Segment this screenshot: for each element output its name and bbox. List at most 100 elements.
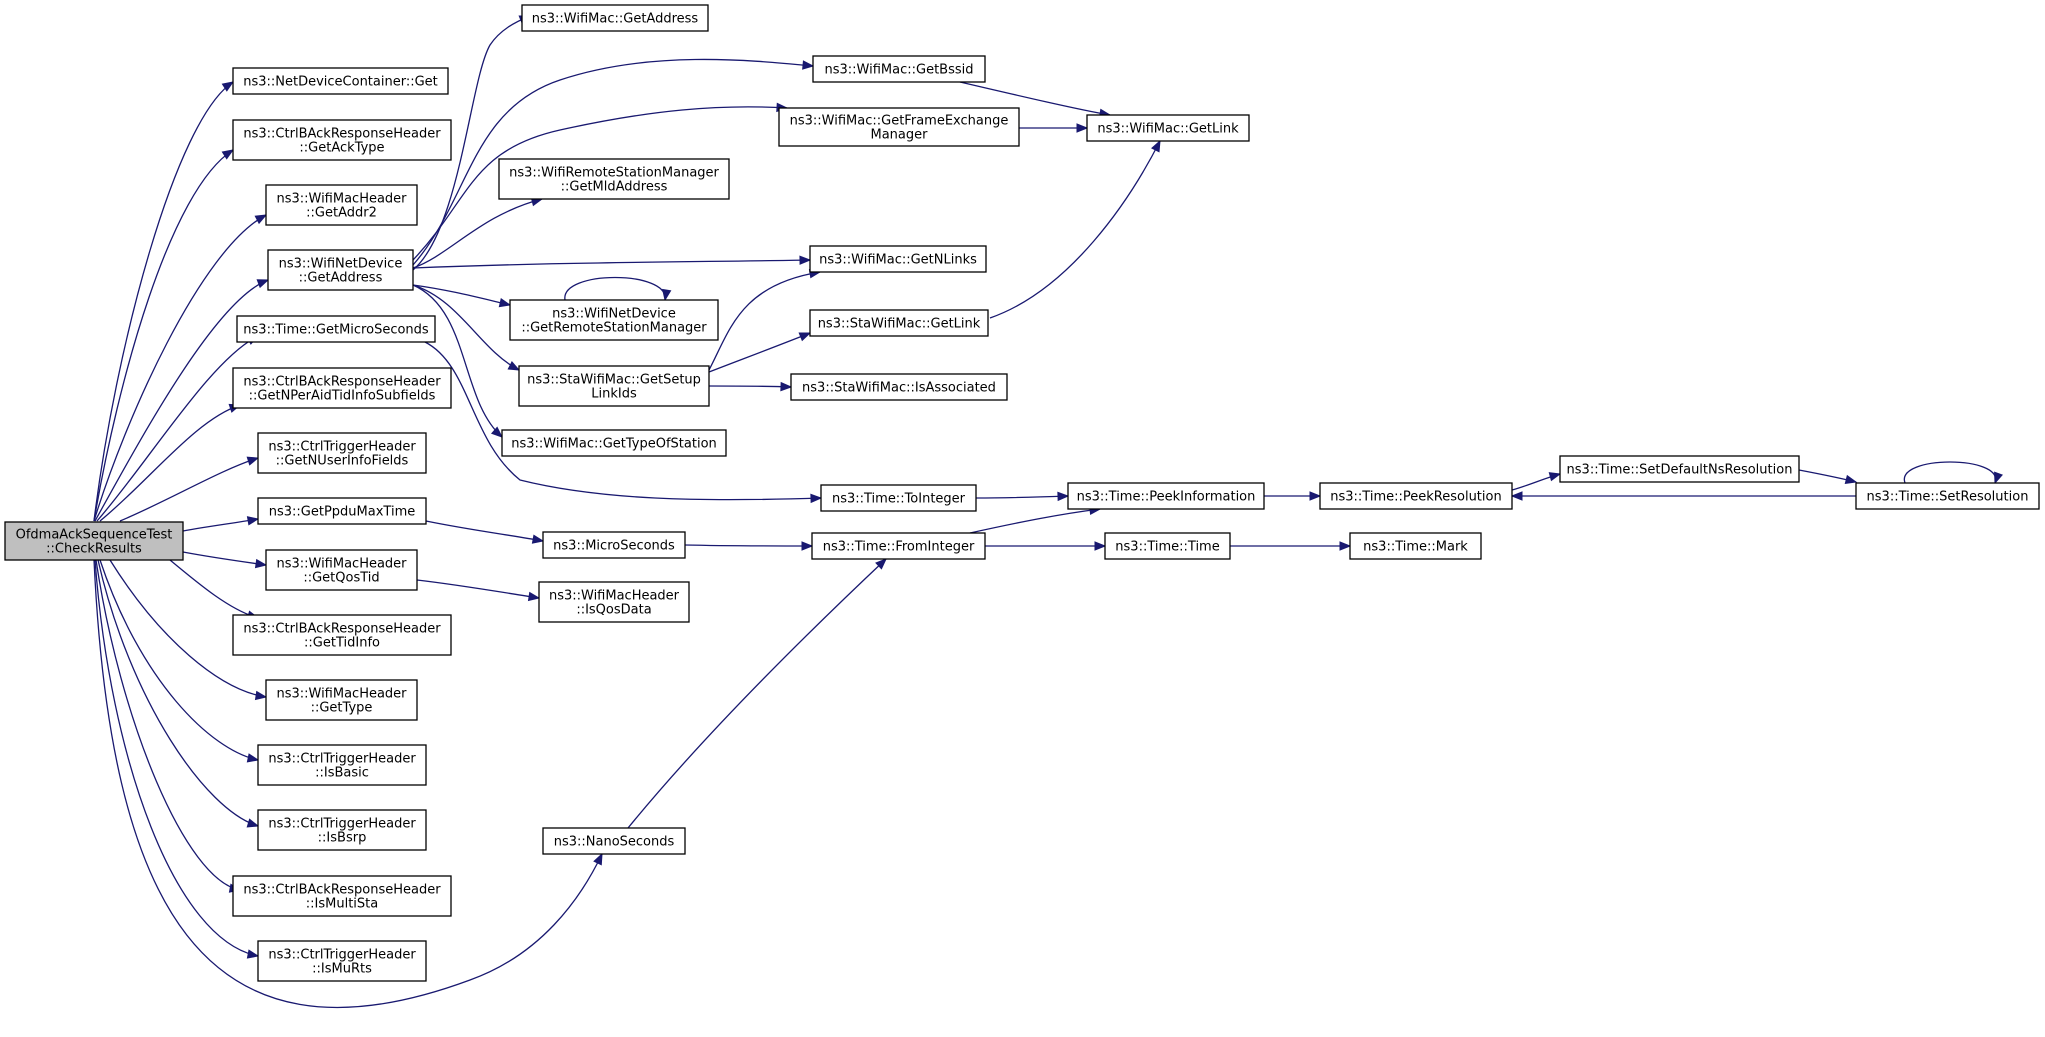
edge-sta_setup-to-sta_assoc [708,381,793,392]
node-rsm-mld[interactable]: ns3::WifiRemoteStationManager::GetMldAdd… [498,158,730,200]
node-wm-addr[interactable]: ns3::WifiMac::GetAddress [521,4,709,32]
node-get-type[interactable]: ns3::WifiMacHeader::GetType [265,679,418,721]
node-ndc-get[interactable]: ns3::NetDeviceContainer::Get [232,67,449,95]
node-box [265,549,418,591]
edge-root-to-is_basic [99,559,260,763]
arrowhead [802,60,815,70]
arrowhead [810,493,823,504]
edge-wnd_addr-to-wm_nlinks [412,255,812,269]
edge-ppdu_max-to-micro [425,520,545,544]
edge-line [97,559,259,827]
node-sta-assoc[interactable]: ns3::StaWifiMac::IsAssociated [790,373,1008,401]
edge-root-to-nano [93,559,603,1009]
edge-time_time-to-time_mark [1230,541,1352,551]
arrowhead [593,852,603,866]
node-label: ns3::WifiNetDevice [279,257,403,272]
arrowhead [1339,541,1352,551]
node-wm-type[interactable]: ns3::WifiMac::GetTypeOfStation [501,429,727,457]
node-label: ns3::Time::PeekResolution [1330,490,1501,505]
node-label: ::GetRemoteStationManager [521,321,707,336]
node-ack-type[interactable]: ns3::CtrlBAckResponseHeader::GetAckType [232,119,452,161]
node-addr2[interactable]: ns3::WifiMacHeader::GetAddr2 [265,184,418,226]
node-set-default[interactable]: ns3::Time::SetDefaultNsResolution [1559,455,1800,483]
node-label: ns3::NetDeviceContainer::Get [243,75,438,90]
node-label: ns3::Time::SetResolution [1867,490,2029,505]
node-label: ns3::WifiMac::GetTypeOfStation [511,437,717,452]
node-label: ::IsMuRts [312,962,372,977]
node-wm-nlinks[interactable]: ns3::WifiMac::GetNLinks [809,245,987,273]
node-ppdu-max[interactable]: ns3::GetPpduMaxTime [257,497,427,525]
node-is-basic[interactable]: ns3::CtrlTriggerHeader::IsBasic [257,744,427,786]
node-box [538,581,690,623]
node-label: ::CheckResults [46,542,142,557]
node-label: ns3::Time::ToInteger [832,492,966,507]
edge-line [93,149,234,522]
node-box [1349,532,1482,560]
arrowhead [221,149,235,160]
node-set-res[interactable]: ns3::Time::SetResolution [1855,482,2040,510]
arrowhead [254,558,268,569]
node-box [232,119,452,161]
edge-root-to-is_multi [95,559,242,893]
node-micro[interactable]: ns3::MicroSeconds [542,531,686,559]
node-label: ::GetAddr2 [306,206,377,221]
node-tid-info[interactable]: ns3::CtrlBAckResponseHeader::GetTidInfo [232,614,452,656]
node-label: ns3::CtrlBAckResponseHeader [243,375,441,390]
node-time-mark[interactable]: ns3::Time::Mark [1349,532,1482,560]
node-label: OfdmaAckSequenceTest [16,528,173,543]
node-box [232,67,449,95]
arrowhead [1057,491,1070,502]
node-wm-link[interactable]: ns3::WifiMac::GetLink [1086,114,1250,142]
node-is-qos[interactable]: ns3::WifiMacHeader::IsQosData [538,581,690,623]
node-box [257,809,427,851]
node-box [778,107,1020,147]
node-nuser[interactable]: ns3::CtrlTriggerHeader::GetNUserInfoFiel… [257,432,427,474]
node-label: ns3::Time::GetMicroSeconds [243,323,429,338]
node-nper-aid[interactable]: ns3::CtrlBAckResponseHeader::GetNPerAidT… [232,367,452,409]
node-label: Manager [871,128,929,143]
node-peek-res[interactable]: ns3::Time::PeekResolution [1319,482,1513,510]
node-time-time[interactable]: ns3::Time::Time [1104,532,1231,560]
nodes: OfdmaAckSequenceTest::CheckResultsns3::N… [4,4,2040,982]
edge-root-to-get_type [109,559,268,701]
arrowhead [1094,541,1107,551]
edge-line [424,341,822,501]
node-is-bsrp[interactable]: ns3::CtrlTriggerHeader::IsBsrp [257,809,427,851]
node-nano[interactable]: ns3::NanoSeconds [542,827,686,855]
node-box [542,531,686,559]
edge-root-to-ndc_get [93,81,235,522]
arrowhead [798,332,812,342]
node-to-int[interactable]: ns3::Time::ToInteger [820,484,977,512]
node-wnd-addr[interactable]: ns3::WifiNetDevice::GetAddress [267,249,414,291]
node-label: ns3::WifiMacHeader [549,589,680,604]
node-label: ns3::WifiMacHeader [276,557,407,572]
node-from-int[interactable]: ns3::Time::FromInteger [811,532,986,560]
edge-root-to-is_bsrp [97,559,260,828]
edge-line [959,81,1111,116]
node-micro-sec[interactable]: ns3::Time::GetMicroSeconds [236,315,436,343]
edge-line [412,106,788,261]
edge-root-to-addr2 [93,214,268,522]
node-box [1855,482,2040,510]
node-sta-link[interactable]: ns3::StaWifiMac::GetLink [809,309,989,337]
node-box [820,484,977,512]
node-qos-tid[interactable]: ns3::WifiMacHeader::GetQosTid [265,549,418,591]
node-label: ns3::WifiMac::GetFrameExchange [790,114,1009,129]
node-peek-info[interactable]: ns3::Time::PeekInformation [1067,482,1265,510]
node-box [267,249,414,291]
edges [93,15,2003,1009]
node-label: ::GetNUserInfoFields [276,454,409,469]
edge-root-to-ppdu_max [182,516,260,532]
node-is-multi[interactable]: ns3::CtrlBAckResponseHeader::IsMultiSta [232,875,452,917]
edge-wnd_addr-to-wm_type [412,284,504,438]
node-label: ns3::StaWifiMac::GetLink [818,317,981,332]
node-wm-bssid[interactable]: ns3::WifiMac::GetBssid [812,55,986,83]
node-box [232,367,452,409]
node-box [811,532,986,560]
edge-wm_fem-to-wm_link [1018,123,1089,133]
arrowhead [490,426,504,438]
node-is-murts[interactable]: ns3::CtrlTriggerHeader::IsMuRts [257,940,427,982]
node-wnd-rsm[interactable]: ns3::WifiNetDevice::GetRemoteStationMana… [509,299,719,341]
